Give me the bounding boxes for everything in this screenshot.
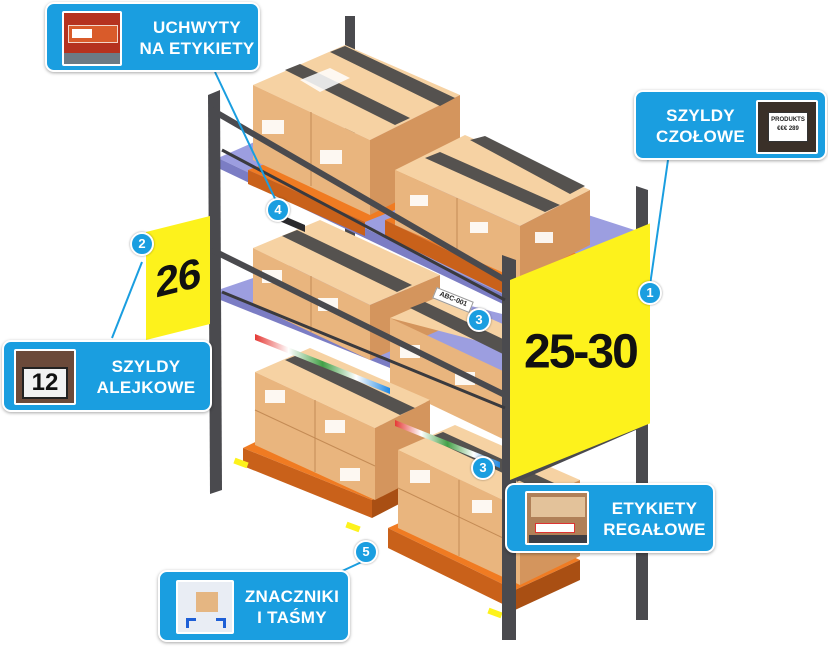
- callout-shelf-labels[interactable]: ETYKIETY REGAŁOWE: [505, 483, 715, 553]
- callout-aisle-signs-text: SZYLDY ALEJKOWE: [86, 356, 206, 398]
- box-stack: [253, 220, 440, 360]
- box-stack: [253, 45, 460, 215]
- aisle-sign-number: 26: [155, 248, 201, 307]
- box-stack: [254, 348, 430, 500]
- front-sign-thumb-line2: €€€ 289: [777, 126, 799, 132]
- callout-aisle-signs[interactable]: 12 SZYLDY ALEJKOWE: [2, 340, 212, 412]
- badge-shelf-labels-upper: 3: [467, 308, 491, 332]
- callout-label-holders-line2: NA ETYKIETY: [139, 39, 255, 58]
- callout-front-signs-text: SZYLDY CZOŁOWE: [648, 105, 753, 147]
- badge-label-holders: 4: [266, 198, 290, 222]
- aisle-sign-thumb-number: 12: [31, 369, 59, 396]
- callout-front-signs[interactable]: SZYLDY CZOŁOWE PRODUKTS €€€ 289: [634, 90, 827, 160]
- callout-floor-markers-text: ZNACZNIKI I TAŚMY: [236, 586, 348, 628]
- badge-front-signs: 1: [638, 281, 662, 305]
- badge-shelf-labels-lower: 3: [471, 456, 495, 480]
- aisle-sign: 26: [146, 216, 210, 340]
- callout-shelf-labels-line1: ETYKIETY: [611, 499, 698, 518]
- floor-markers: [233, 457, 503, 619]
- callout-floor-markers[interactable]: ZNACZNIKI I TAŚMY: [158, 570, 350, 642]
- front-sign-range: 25-30: [523, 325, 637, 379]
- badge-aisle-signs: 2: [130, 232, 154, 256]
- callout-floor-markers-line2: I TAŚMY: [257, 608, 327, 627]
- callout-aisle-signs-line2: ALEJKOWE: [96, 378, 196, 397]
- aisle-sign-thumbnail: 12: [14, 349, 76, 405]
- callout-floor-markers-line1: ZNACZNIKI: [244, 587, 340, 606]
- label-holder-thumbnail: [62, 11, 122, 66]
- callout-shelf-labels-line2: REGAŁOWE: [603, 520, 706, 539]
- front-sign-thumb-line1: PRODUKTS: [771, 117, 805, 123]
- box-stack: [390, 296, 505, 440]
- callout-front-signs-line2: CZOŁOWE: [656, 127, 745, 146]
- callout-label-holders-line1: UCHWYTY: [152, 18, 242, 37]
- callout-front-signs-line1: SZYLDY: [666, 106, 735, 125]
- callout-label-holders-text: UCHWYTY NA ETYKIETY: [137, 17, 257, 59]
- floor-marker-thumbnail: [176, 580, 234, 634]
- shelf-label-thumbnail: [525, 491, 589, 545]
- callout-aisle-signs-line1: SZYLDY: [111, 357, 181, 376]
- callout-shelf-labels-text: ETYKIETY REGAŁOWE: [597, 498, 712, 540]
- callout-label-holders[interactable]: UCHWYTY NA ETYKIETY: [45, 2, 260, 72]
- front-sign-thumbnail: PRODUKTS €€€ 289: [756, 100, 818, 154]
- badge-floor-markers: 5: [354, 540, 378, 564]
- box-stack: [395, 135, 590, 280]
